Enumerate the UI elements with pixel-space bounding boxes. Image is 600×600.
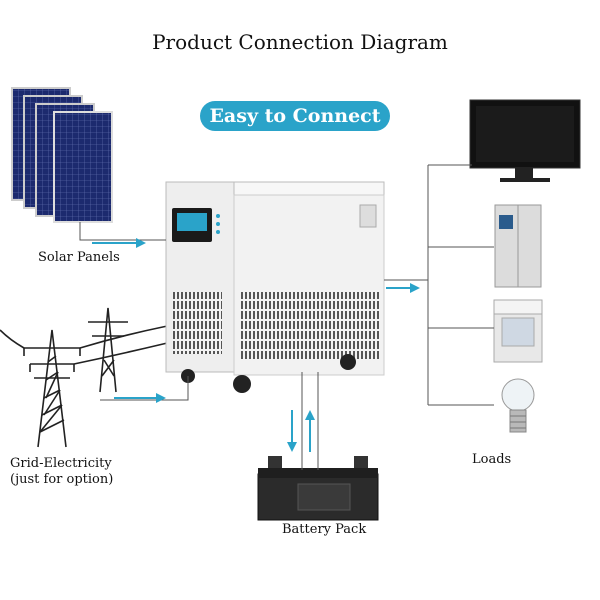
solar-panels-label: Solar Panels	[38, 250, 120, 265]
light-bulb-icon	[501, 378, 535, 433]
battery-icon	[257, 456, 379, 521]
page-title: Product Connection Diagram	[152, 30, 448, 54]
tv-icon	[469, 99, 581, 182]
battery-up-arrow	[305, 410, 315, 452]
refrigerator-icon	[494, 204, 542, 288]
grid-option-label: (just for option)	[10, 472, 114, 487]
washing-machine-icon	[493, 299, 543, 363]
inverter-icon	[165, 181, 385, 393]
load-arrow	[386, 283, 420, 293]
loads-label: Loads	[472, 452, 512, 467]
battery-down-arrow	[287, 410, 297, 452]
grid-arrow	[114, 393, 166, 403]
connection-lines	[79, 164, 494, 470]
easy-connect-badge: Easy to Connect	[200, 101, 390, 131]
grid-electricity-label: Grid-Electricity	[10, 456, 112, 471]
solar-panel-icon	[11, 87, 113, 223]
solar-arrow	[92, 238, 146, 248]
flow-arrows	[92, 238, 420, 452]
battery-pack-label: Battery Pack	[282, 522, 367, 537]
